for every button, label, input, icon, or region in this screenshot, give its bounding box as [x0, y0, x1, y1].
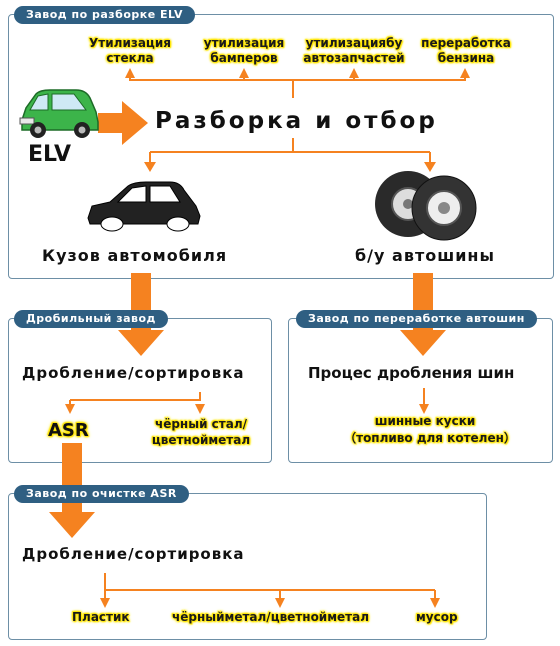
- recycle-parts-label: утилизациябу автозапчастей: [303, 36, 405, 65]
- tires-icon: [375, 171, 477, 241]
- arrowhead-bumpers: [239, 68, 249, 78]
- asr-process-label: Дробление/сортировка: [22, 545, 245, 563]
- big-arrow-elv: [98, 101, 148, 145]
- tire-plant-tab: Завод по переработке автошин: [296, 310, 537, 328]
- plastic-label: Пластик: [72, 610, 130, 624]
- elv-plant-tab: Завод по разборке ELV: [14, 6, 196, 24]
- recycle-glass-label: Утилизация стекла: [89, 36, 171, 65]
- tire-fuel-label: （топливо для котелен）: [344, 431, 516, 445]
- shredder-process-label: Дробление/сортировка: [22, 364, 245, 382]
- asr-plant-tab: Завод по очистке ASR: [14, 485, 189, 503]
- tire-process-label: Процес дробления шин: [308, 364, 515, 382]
- arrowhead-parts: [349, 68, 359, 78]
- elv-plant-panel: [8, 14, 554, 279]
- used-tires-label: б/у автошины: [355, 246, 495, 265]
- ferrous-metal-label: чёрный стал/цветнойметал: [151, 417, 251, 447]
- elv-car-icon: [19, 89, 99, 138]
- asr-label: ASR: [48, 420, 89, 441]
- waste-label: мусор: [416, 610, 458, 624]
- metal-output-label: чёрныйметал/цветнойметал: [172, 610, 370, 624]
- main-process-label: Разборка и отбор: [155, 108, 438, 134]
- arrowhead-glass: [125, 68, 135, 78]
- car-body-label: Кузов автомобиля: [42, 246, 228, 265]
- shredder-plant-tab: Дробильный завод: [14, 310, 168, 328]
- tire-chips-label: шинные куски: [374, 414, 476, 428]
- recycle-bumpers-label: утилизация бамперов: [203, 36, 285, 65]
- car-body-icon: [87, 181, 201, 232]
- arrowhead-fuel: [460, 68, 470, 78]
- elv-label: ELV: [28, 142, 72, 167]
- recycle-fuel-label: переработка бензина: [421, 36, 511, 65]
